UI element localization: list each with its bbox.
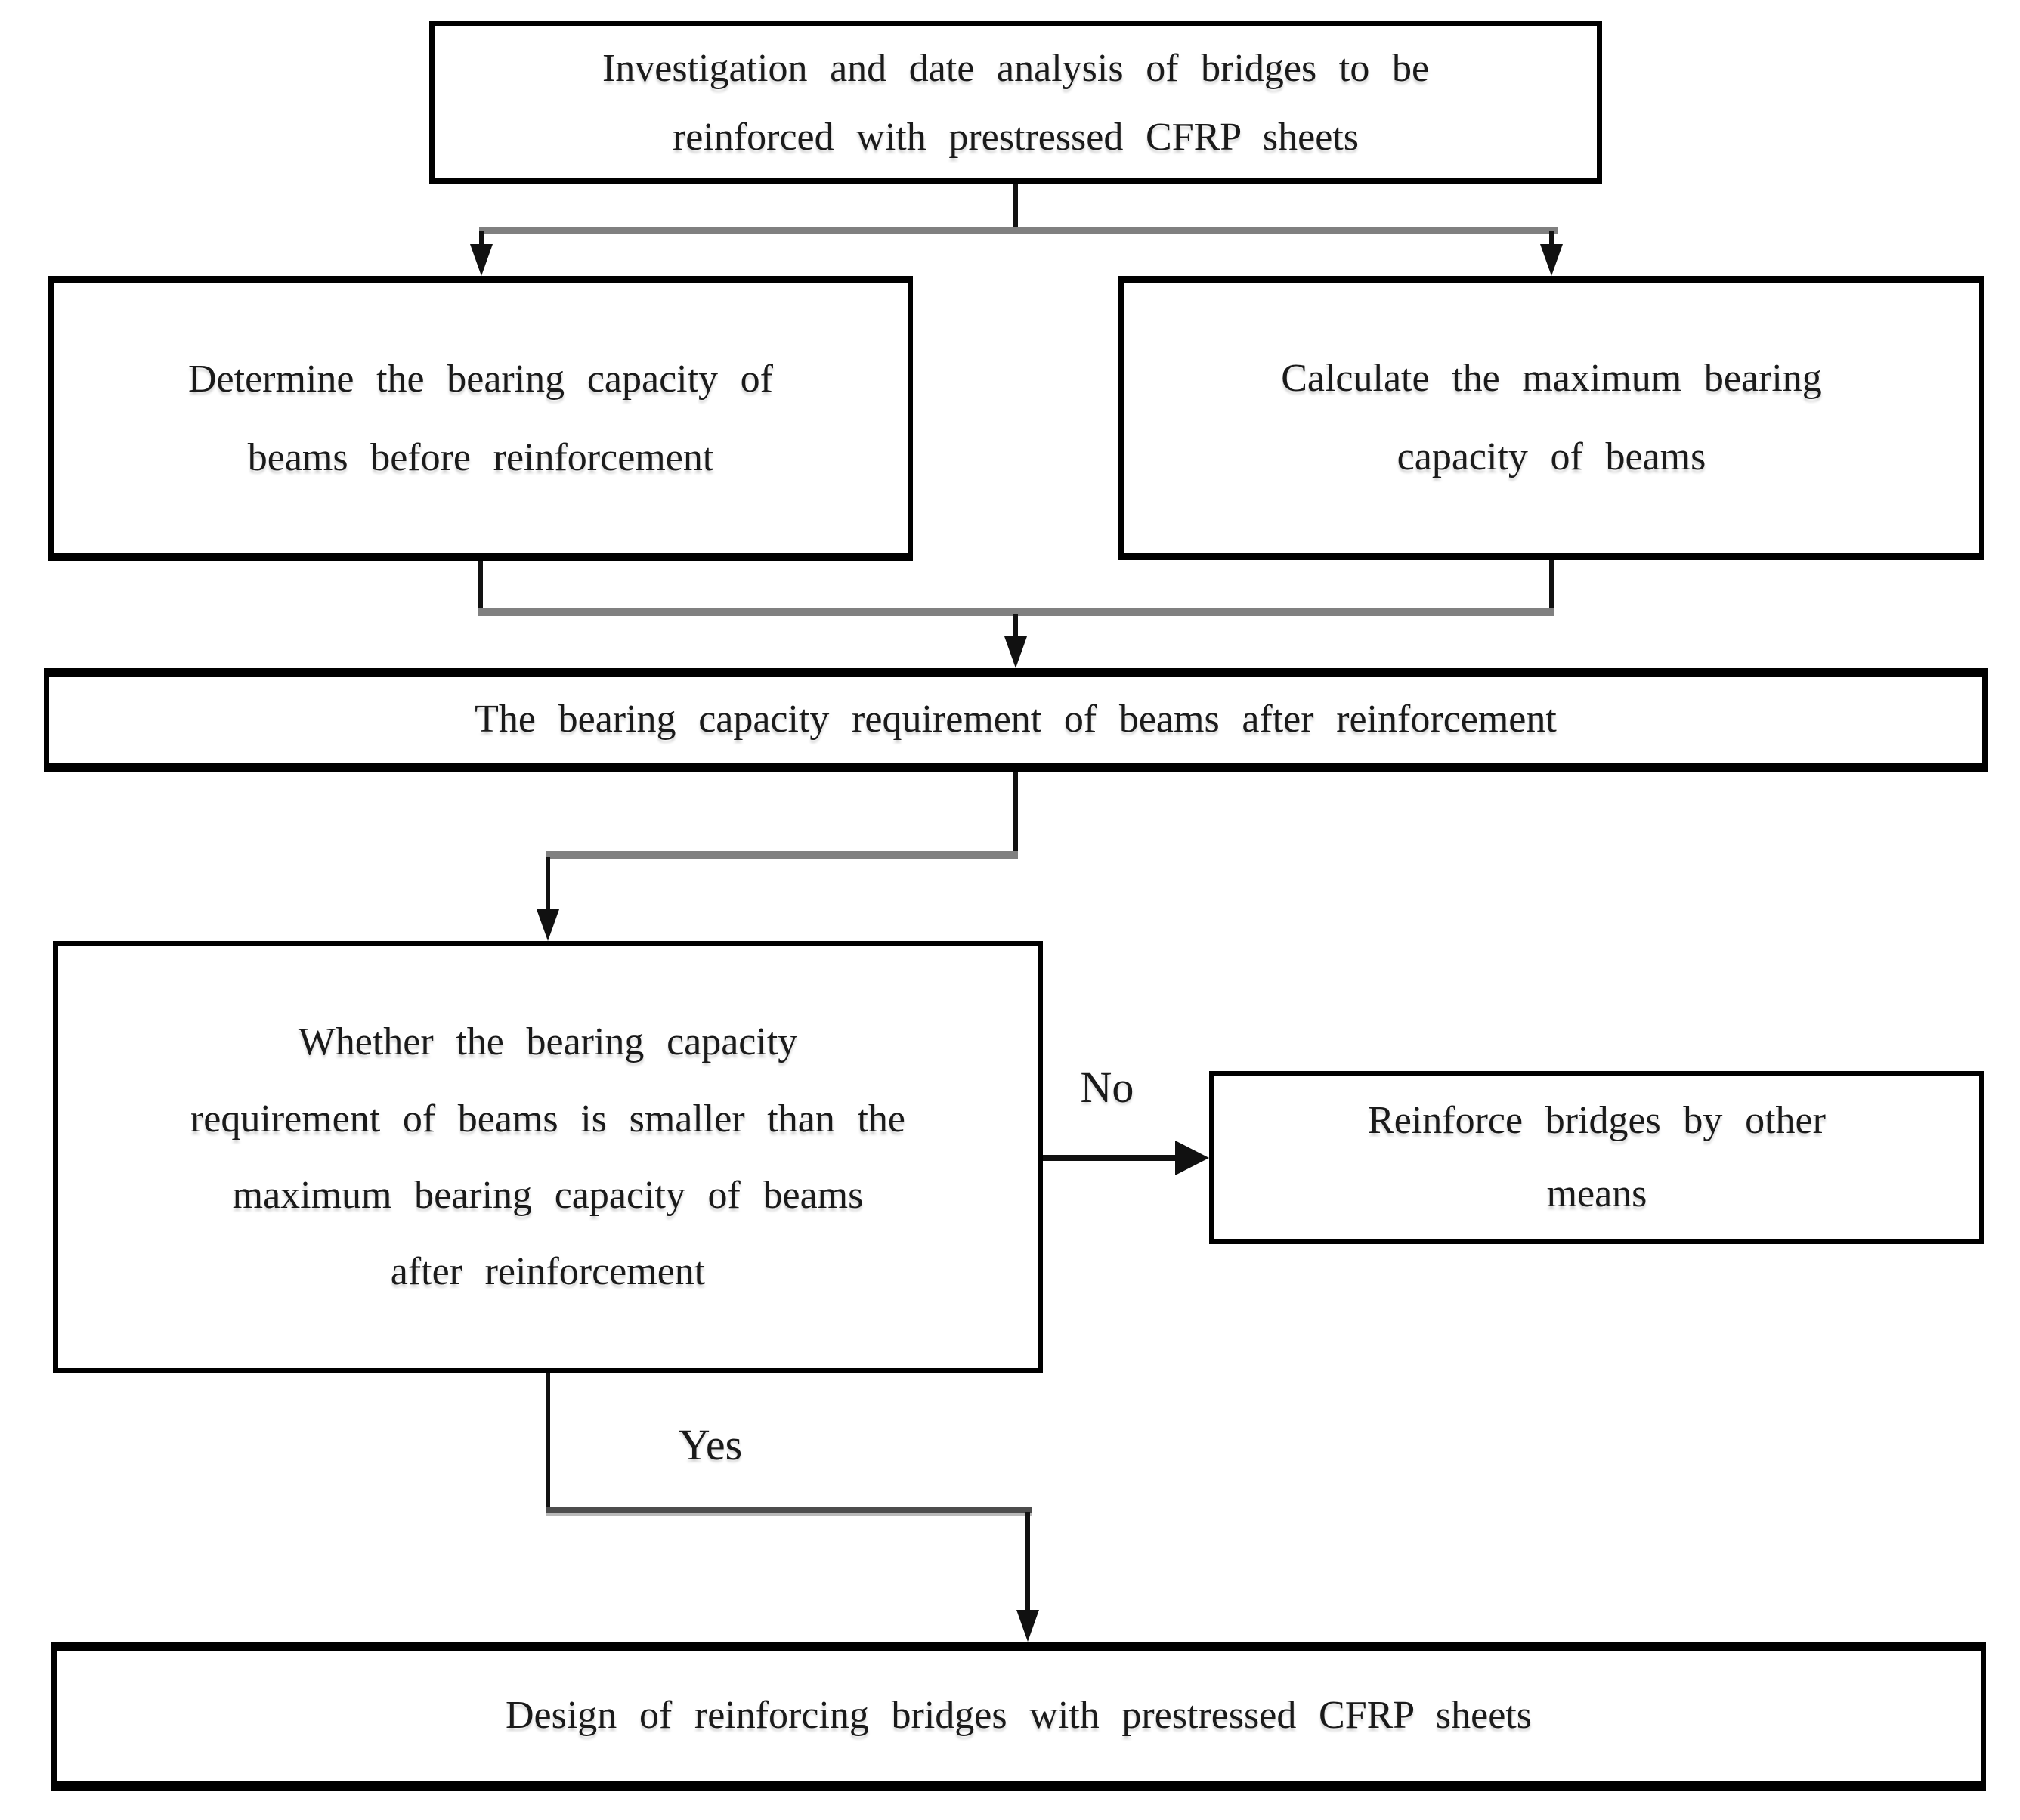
node-design-cfrp-reinforcement: Design of reinforcing bridges with prest… <box>51 1642 1986 1791</box>
node-determine-bearing-capacity: Determine the bearing capacity of beams … <box>48 276 913 561</box>
connector-requirement-down-stem <box>1013 772 1018 856</box>
arrowhead-into-design-icon <box>1016 1610 1039 1642</box>
arrowhead-into-other-means-icon <box>1175 1141 1209 1175</box>
connector-yes-drop-stem <box>1025 1512 1030 1612</box>
connector-right-drop-stem <box>1549 231 1554 249</box>
node-decision-requirement-smaller: Whether the bearing capacity requirement… <box>53 941 1043 1373</box>
connector-decision-drop-stem <box>546 857 550 912</box>
connector-merge-bar <box>478 608 1554 616</box>
node-calculate-max-bearing-capacity: Calculate the maximum bearing capacity o… <box>1118 276 1984 560</box>
edge-label-yes: Yes <box>678 1420 743 1469</box>
arrowhead-into-decision-icon <box>537 909 559 941</box>
node-bearing-capacity-requirement: The bearing capacity requirement of beam… <box>44 668 1988 772</box>
connector-merge-center-stem <box>1013 614 1018 639</box>
arrowhead-into-requirement-icon <box>1004 636 1027 668</box>
connector-left-drop-stem <box>479 231 484 249</box>
edge-label-no: No <box>1080 1063 1134 1112</box>
connector-no-branch-line <box>1043 1155 1177 1161</box>
connector-distribute-bar <box>479 227 1558 234</box>
connector-yes-elbow-bar <box>546 1507 1032 1513</box>
arrowhead-into-determine-icon <box>470 244 493 276</box>
connector-yes-down-stem <box>546 1373 550 1513</box>
node-investigation-analysis: Investigation and date analysis of bridg… <box>429 21 1602 184</box>
connector-elbow-bar <box>546 851 1018 859</box>
connector-right-merge-stem <box>1549 560 1554 616</box>
connector-top-center-stem <box>1013 184 1018 231</box>
node-reinforce-other-means: Reinforce bridges by other means <box>1209 1071 1984 1244</box>
arrowhead-into-calculate-icon <box>1540 244 1563 276</box>
connector-left-merge-stem <box>478 561 483 616</box>
